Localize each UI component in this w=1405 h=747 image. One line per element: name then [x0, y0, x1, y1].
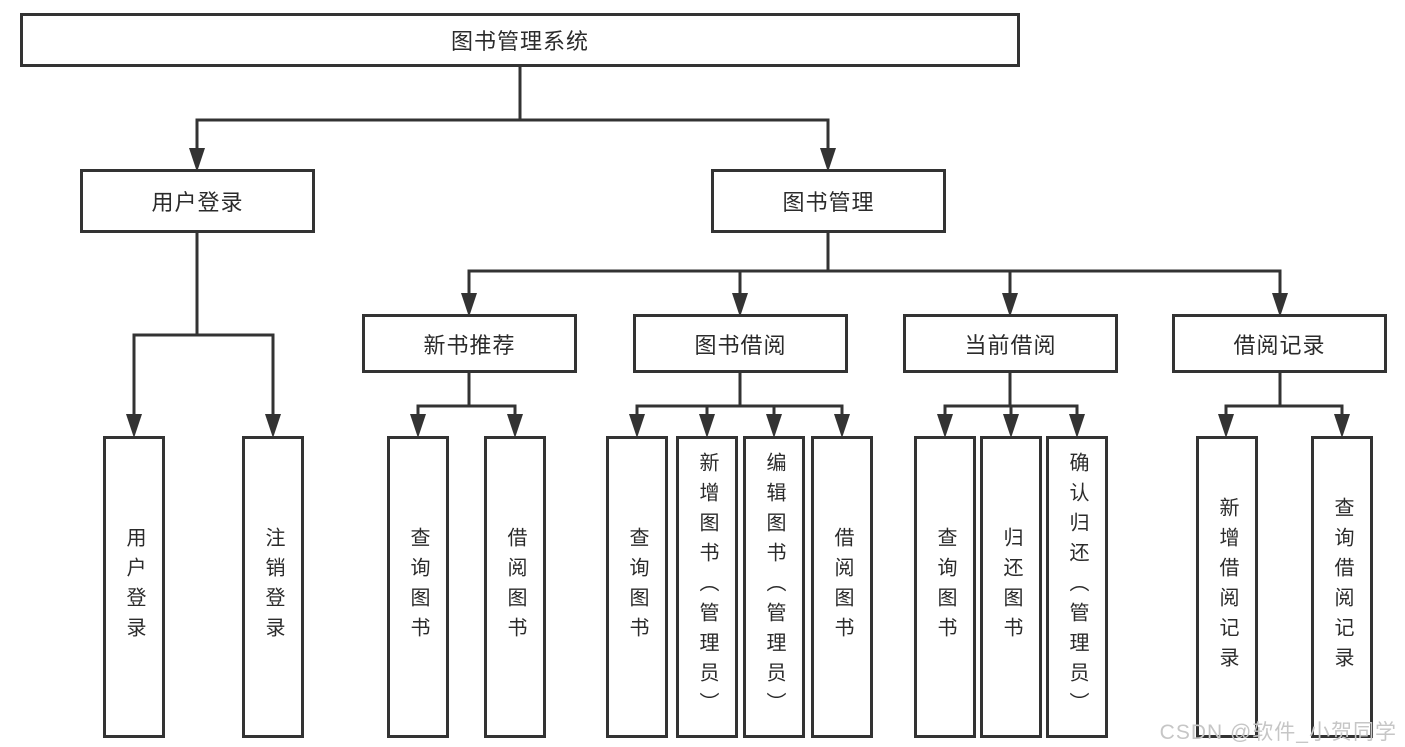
node-book-management-label: 图书管理: [782, 190, 875, 215]
node-new-book-recommend-label: 新书推荐: [423, 332, 516, 358]
leaf-confirm-return-admin: 确认归还（管理员）: [1046, 436, 1108, 738]
node-book-management: 图书管理: [711, 169, 946, 233]
leaf-add-books-admin-label: 新增图书（管理员）: [696, 452, 718, 722]
leaf-add-books-admin: 新增图书（管理员）: [676, 436, 738, 738]
node-book-borrow-label: 图书借阅: [694, 332, 787, 358]
node-new-book-recommend: 新书推荐: [362, 314, 577, 373]
leaf-query-books-borrow: 查询图书: [606, 436, 668, 738]
node-current-borrow: 当前借阅: [903, 314, 1118, 373]
leaf-add-borrow-record-label: 新增借阅记录: [1216, 497, 1238, 677]
leaf-query-borrow-record-label: 查询借阅记录: [1331, 497, 1353, 677]
leaf-borrow-books-borrow-label: 借阅图书: [831, 527, 853, 647]
node-borrow-records: 借阅记录: [1172, 314, 1387, 373]
leaf-query-books-recommend-label: 查询图书: [407, 527, 429, 647]
node-book-borrow: 图书借阅: [633, 314, 848, 373]
node-current-borrow-label: 当前借阅: [964, 332, 1057, 358]
leaf-return-books-label: 归还图书: [1000, 527, 1022, 647]
leaf-borrow-books-borrow: 借阅图书: [811, 436, 873, 738]
leaf-logout-login: 注销登录: [242, 436, 304, 738]
leaf-user-login-label: 用户登录: [123, 527, 145, 647]
leaf-return-books: 归还图书: [980, 436, 1042, 738]
node-root: 图书管理系统: [20, 13, 1020, 67]
node-user-login: 用户登录: [80, 169, 315, 233]
node-borrow-records-label: 借阅记录: [1233, 332, 1326, 358]
node-root-label: 图书管理系统: [450, 29, 589, 54]
leaf-borrow-books-recommend: 借阅图书: [484, 436, 546, 738]
leaf-query-borrow-record: 查询借阅记录: [1311, 436, 1373, 738]
csdn-watermark: CSDN @软件_小贺同学: [1159, 721, 1397, 744]
leaf-query-books-current: 查询图书: [914, 436, 976, 738]
leaf-query-books-borrow-label: 查询图书: [626, 527, 648, 647]
leaf-add-borrow-record: 新增借阅记录: [1196, 436, 1258, 738]
leaf-edit-books-admin-label: 编辑图书（管理员）: [763, 452, 785, 722]
leaf-borrow-books-recommend-label: 借阅图书: [504, 527, 526, 647]
leaf-confirm-return-admin-label: 确认归还（管理员）: [1066, 452, 1088, 722]
leaf-logout-login-label: 注销登录: [262, 527, 284, 647]
leaf-edit-books-admin: 编辑图书（管理员）: [743, 436, 805, 738]
node-user-login-label: 用户登录: [151, 190, 244, 215]
leaf-query-books-recommend: 查询图书: [387, 436, 449, 738]
leaf-user-login: 用户登录: [103, 436, 165, 738]
leaf-query-books-current-label: 查询图书: [934, 527, 956, 647]
